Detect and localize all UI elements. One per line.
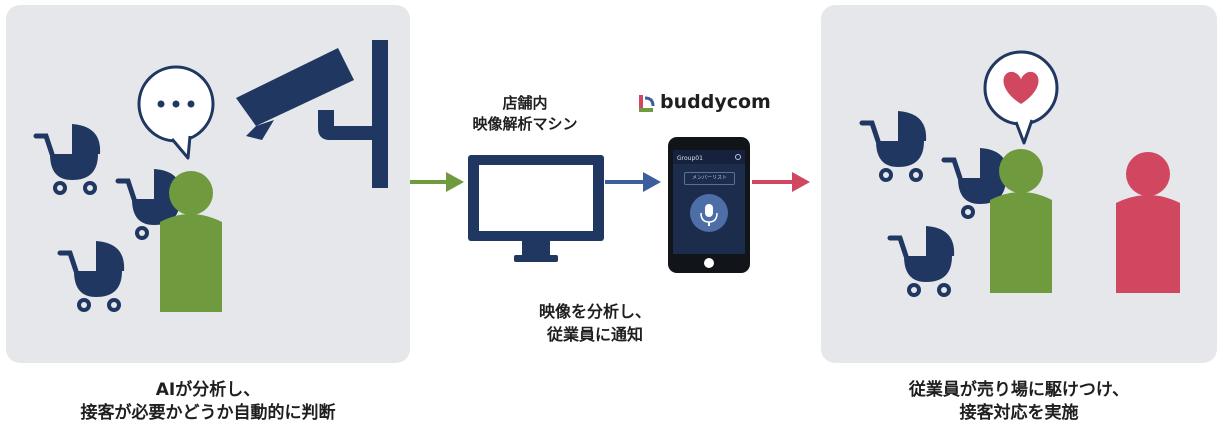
stroller-icon xyxy=(60,241,124,312)
ai-caption-line: 接客が必要かどうか自動的に判断 xyxy=(80,403,336,423)
phone-group-label: Group01 xyxy=(677,155,703,162)
notify-caption: 映像を分析し、 従業員に通知 xyxy=(470,300,720,346)
machine-caption: 店舗内 映像解析マシン xyxy=(440,93,610,135)
staff-caption: 従業員が売り場に駆けつけ、 接客対応を実施 xyxy=(821,379,1217,425)
notify-caption-line: 映像を分析し、 xyxy=(538,302,651,321)
brand-name: buddycom xyxy=(660,91,771,113)
security-camera-icon xyxy=(236,40,388,188)
stroller-icon xyxy=(36,124,100,195)
smartphone-icon xyxy=(668,137,750,273)
staff-person-icon xyxy=(990,149,1052,293)
machine-caption-line: 映像解析マシン xyxy=(472,115,578,133)
stroller-icon xyxy=(862,111,926,182)
stroller-icon xyxy=(890,226,954,297)
machine-caption-line: 店舗内 xyxy=(502,94,548,112)
heart-icon xyxy=(1003,71,1039,104)
staff-person-icon xyxy=(160,171,222,312)
arrow-right-icon xyxy=(605,172,661,192)
monitor-icon xyxy=(468,155,604,262)
buddycom-logo-icon xyxy=(639,95,655,112)
notify-caption-line: 従業員に通知 xyxy=(546,325,643,344)
arrow-right-icon xyxy=(752,172,810,192)
speech-bubble-dots xyxy=(137,65,215,160)
ai-caption-line: AIが分析し、 xyxy=(155,380,261,400)
staff-caption-line: 従業員が売り場に駆けつけ、 xyxy=(908,380,1130,400)
speech-bubble-heart xyxy=(983,50,1059,145)
arrow-right-icon xyxy=(410,172,464,192)
customer-person-icon xyxy=(1116,152,1180,293)
member-list-button: メンバーリスト xyxy=(684,172,735,185)
staff-caption-line: 接客対応を実施 xyxy=(959,403,1079,423)
ai-caption: AIが分析し、 接客が必要かどうか自動的に判断 xyxy=(6,379,410,425)
